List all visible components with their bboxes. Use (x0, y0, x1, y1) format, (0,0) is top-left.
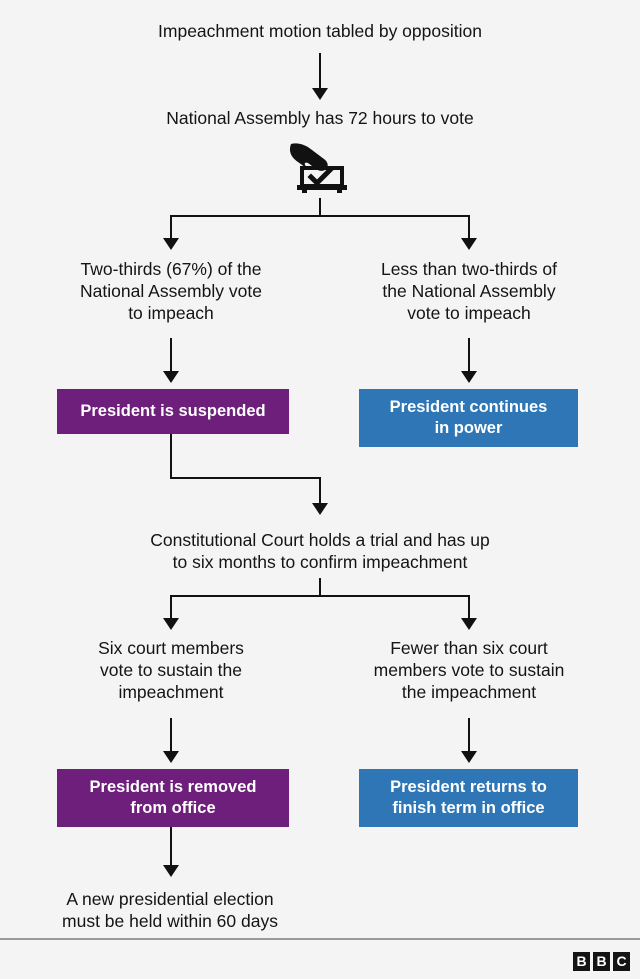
connector-start-to-vote-line (319, 53, 321, 91)
node-impeachment-motion: Impeachment motion tabled by opposition (158, 21, 482, 41)
connector-right-to-returns-arrow (461, 751, 477, 763)
connector-right-to-continues-arrow (461, 371, 477, 383)
box-president-continues: President continues in power (359, 389, 578, 447)
connector-removed-to-election-line (170, 827, 172, 868)
box-president-removed: President is removed from office (57, 769, 289, 827)
connector-elbow-drop (319, 477, 321, 507)
connector-split2-right-arrow (461, 618, 477, 630)
connector-split2-right-drop (468, 595, 470, 622)
node-less-than-two-thirds-vote: Less than two-thirds of the National Ass… (380, 259, 558, 323)
connector-left-to-suspended-arrow (163, 371, 179, 383)
connector-elbow-across (170, 477, 321, 479)
connector-split1-right-drop (468, 215, 470, 242)
connector-elbow-arrow (312, 503, 328, 515)
connector-split1-left-arrow (163, 238, 179, 250)
connector-right-to-continues-line (468, 338, 470, 374)
connector-split2-left-drop (170, 595, 172, 622)
connector-removed-to-election-arrow (163, 865, 179, 877)
node-six-members-sustain: Six court members vote to sustain the im… (98, 638, 244, 702)
node-new-election: A new presidential election must be held… (62, 889, 278, 931)
connector-split1-bar (170, 215, 470, 217)
connector-left-to-suspended-line (170, 338, 172, 374)
connector-split2-stem (319, 578, 321, 596)
connector-split2-bar (170, 595, 470, 597)
connector-left-to-removed-line (170, 718, 172, 754)
connector-left-to-removed-arrow (163, 751, 179, 763)
bbc-logo-letter-2: B (593, 952, 610, 971)
connector-start-to-vote-arrow (312, 88, 328, 100)
bbc-logo-letter-1: B (573, 952, 590, 971)
ballot-box-hand-icon (284, 142, 356, 194)
connector-split1-stem (319, 198, 321, 216)
connector-split2-left-arrow (163, 618, 179, 630)
node-two-thirds-vote: Two-thirds (67%) of the National Assembl… (80, 259, 262, 323)
box-president-returns: President returns to finish term in offi… (359, 769, 578, 827)
connector-right-to-returns-line (468, 718, 470, 754)
bbc-logo: B B C (573, 952, 630, 971)
box-president-suspended: President is suspended (57, 389, 289, 434)
node-fewer-than-six-sustain: Fewer than six court members vote to sus… (373, 638, 565, 702)
node-vote-window: National Assembly has 72 hours to vote (166, 108, 474, 128)
footer-divider (0, 938, 640, 940)
connector-split1-right-arrow (461, 238, 477, 250)
connector-split1-left-drop (170, 215, 172, 242)
node-constitutional-court: Constitutional Court holds a trial and h… (150, 530, 490, 572)
connector-elbow-down (170, 434, 172, 479)
bbc-logo-letter-3: C (613, 952, 630, 971)
